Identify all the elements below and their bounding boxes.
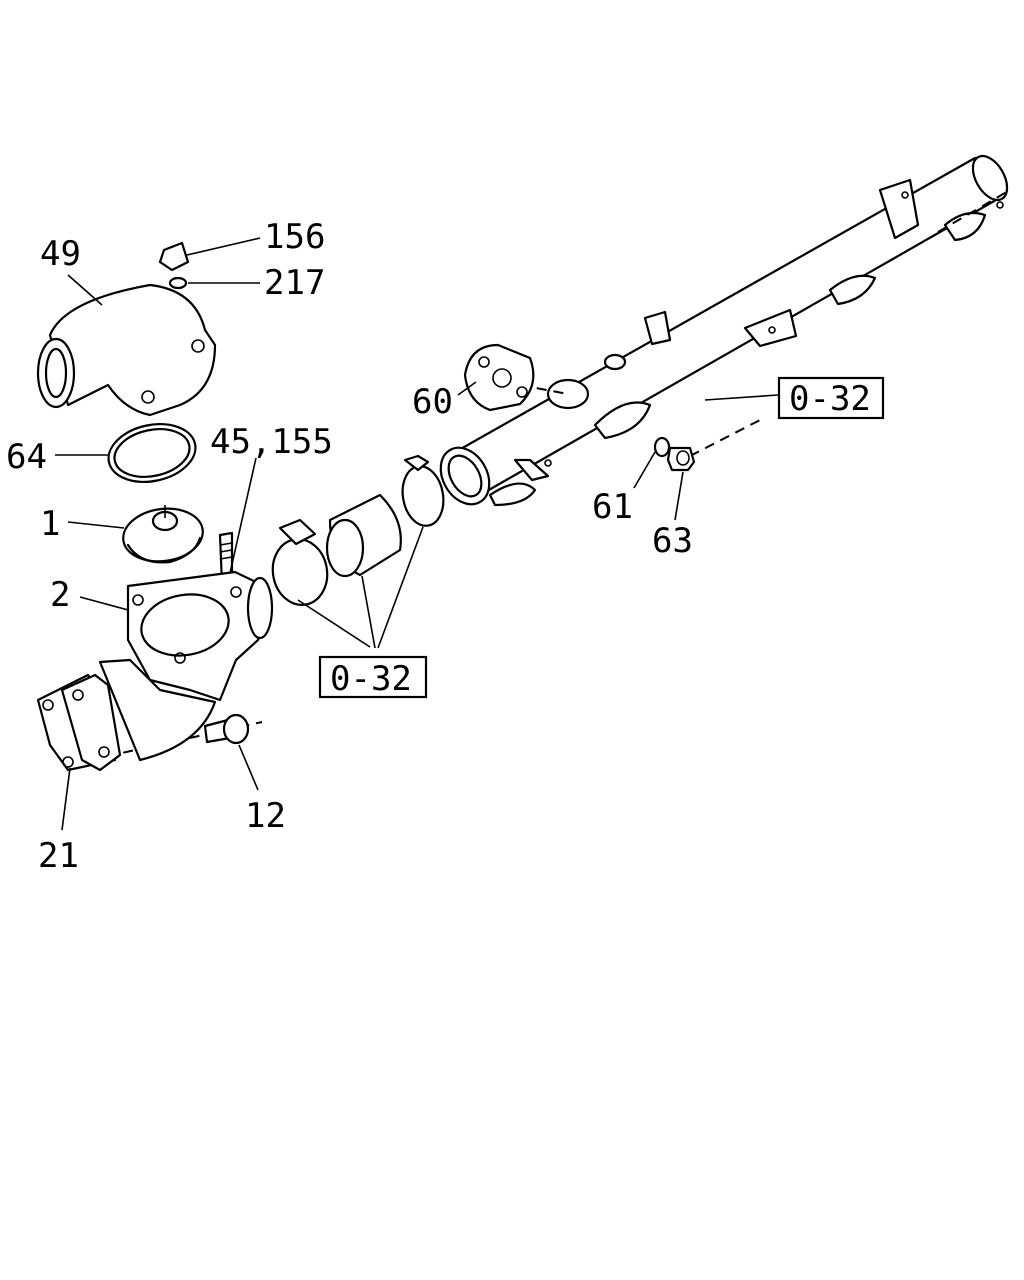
reference-label-pipe: 0-32 <box>789 379 871 419</box>
callout-61: 61 <box>592 487 633 527</box>
callout-217: 217 <box>264 263 325 303</box>
thermostat-cover <box>36 283 217 417</box>
water-pipe <box>439 154 1009 507</box>
reference-box-hoses: 0-32 <box>318 655 428 699</box>
hose <box>325 493 402 578</box>
o-ring-64 <box>107 423 197 483</box>
callout-63: 63 <box>652 521 693 561</box>
callout-1: 1 <box>40 504 60 544</box>
callout-45-155: 45,155 <box>210 422 333 462</box>
reference-box-pipe: 0-32 <box>777 376 885 420</box>
reference-label-hoses: 0-32 <box>330 659 412 699</box>
thermostat <box>122 505 204 564</box>
thermostat-housing <box>98 570 274 762</box>
hose-clamp-right <box>401 454 445 527</box>
callout-60: 60 <box>412 382 453 422</box>
callout-64: 64 <box>6 437 47 477</box>
callout-21: 21 <box>38 836 79 876</box>
hose-clamp-left <box>271 518 329 606</box>
callout-156: 156 <box>264 217 325 257</box>
callout-12: 12 <box>245 796 286 836</box>
flange-gasket <box>36 673 122 772</box>
nut-156 <box>158 241 190 272</box>
stud-45-155 <box>218 531 234 586</box>
nut-63 <box>666 446 696 472</box>
washer-217 <box>168 276 188 290</box>
callout-2: 2 <box>50 575 70 615</box>
callout-49: 49 <box>40 234 81 274</box>
washer-61 <box>653 436 671 458</box>
bolt-12 <box>203 713 250 745</box>
pipe-gasket <box>463 343 535 412</box>
leader-lines <box>55 237 779 831</box>
